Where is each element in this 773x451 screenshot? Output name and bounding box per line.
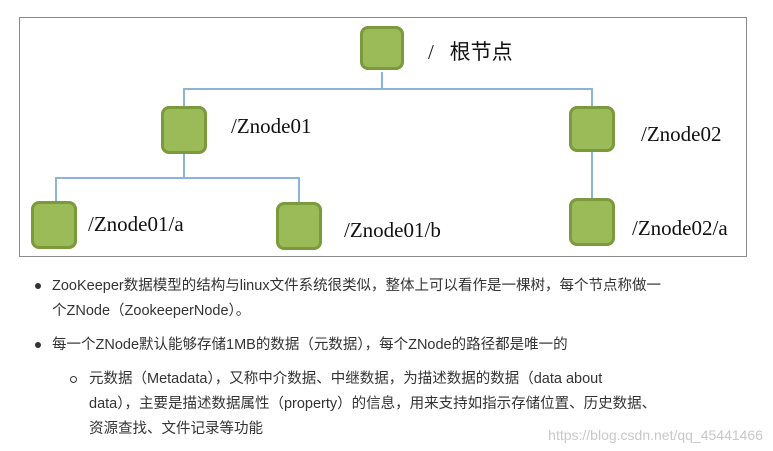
znode02-label: /Znode02 bbox=[641, 122, 722, 146]
notes-section: ZooKeeper数据模型的结构与linux文件系统很类似，整体上可以看作是一棵… bbox=[0, 268, 773, 451]
bullet1-line2: 个ZNode（ZookeeperNode）。 bbox=[52, 303, 251, 319]
bullet-dot-2 bbox=[35, 342, 41, 348]
znode01-a-label: /Znode01/a bbox=[88, 212, 184, 236]
tree-diagram: / 根节点 /Znode01 /Znode02 /Znode01/a /Znod… bbox=[19, 17, 747, 257]
sub-bullet-line2: data），主要是描述数据属性（property）的信息，用来支持如指示存储位置… bbox=[89, 396, 657, 412]
edge-znode01-vertical bbox=[183, 154, 185, 177]
watermark: https://blog.csdn.net/qq_45441466 bbox=[548, 427, 763, 443]
znode02-a-node bbox=[569, 198, 615, 246]
znode01-node bbox=[161, 106, 207, 154]
sub-bullet-line1: 元数据（Metadata），又称中介数据、中继数据，为描述数据的数据（data … bbox=[89, 371, 603, 387]
root-node bbox=[360, 26, 404, 70]
bullet2-text: 每一个ZNode默认能够存储1MB的数据（元数据），每个ZNode的路径都是唯一… bbox=[52, 337, 568, 353]
bullet1-line1: ZooKeeper数据模型的结构与linux文件系统很类似，整体上可以看作是一棵… bbox=[52, 278, 662, 294]
edge-level1-horizontal bbox=[183, 88, 593, 90]
root-label: / 根节点 bbox=[428, 40, 513, 64]
znode02-node bbox=[569, 106, 615, 152]
edge-to-znode01-b bbox=[298, 177, 300, 202]
bullet-dot-1 bbox=[35, 283, 41, 289]
edge-to-znode02 bbox=[591, 88, 593, 106]
edge-to-znode01-a bbox=[55, 177, 57, 201]
edge-to-znode01 bbox=[183, 88, 185, 106]
sub-bullet-ring bbox=[70, 376, 77, 383]
edge-level2-horizontal bbox=[55, 177, 300, 179]
edge-root-vertical bbox=[381, 72, 383, 88]
znode01-b-node bbox=[276, 202, 322, 250]
edge-znode02-to-a bbox=[591, 152, 593, 198]
znode01-b-label: /Znode01/b bbox=[344, 218, 441, 242]
znode01-label: /Znode01 bbox=[231, 114, 312, 138]
sub-bullet-line3: 资源查找、文件记录等功能 bbox=[89, 421, 263, 437]
znode02-a-label: /Znode02/a bbox=[632, 216, 728, 240]
znode01-a-node bbox=[31, 201, 77, 249]
